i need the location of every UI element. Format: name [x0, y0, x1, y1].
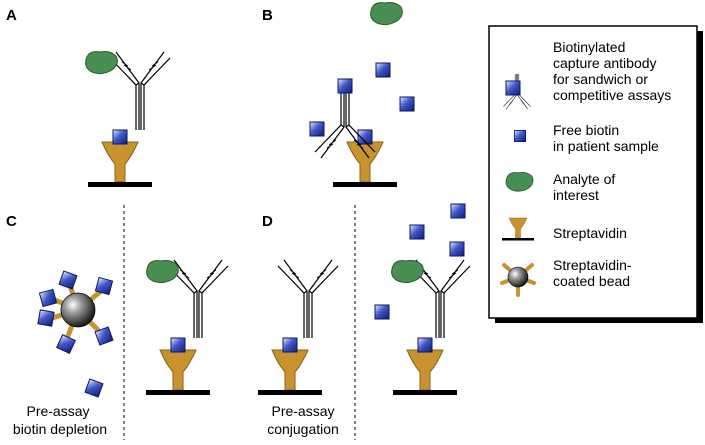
streptavidin-icon: [145, 349, 211, 396]
analyte-icon: [391, 260, 424, 284]
legend-analyte-line1: Analyte of: [553, 171, 615, 187]
caption-d-line2: conjugation: [267, 421, 339, 437]
legend-bead-icon: [500, 263, 536, 297]
panel-c-label: C: [6, 213, 17, 230]
streptavidin-bead-icon: [37, 270, 114, 354]
antibody-icon: [109, 51, 171, 131]
streptavidin-icon: [392, 349, 458, 396]
panel-a-label: A: [6, 7, 17, 24]
biotin-cube-icon: [112, 129, 128, 145]
panel-b-label: B: [262, 7, 273, 24]
legend-antibody-line3: for sandwich or: [553, 71, 648, 87]
streptavidin-icon: [257, 349, 323, 396]
panel-c: C Pre-assay biotin depletio: [6, 205, 229, 440]
free-biotin-icon: [309, 121, 325, 137]
free-biotin-icon: [399, 96, 415, 112]
streptavidin-icon: [332, 141, 398, 188]
legend-free-biotin-icon: [514, 129, 526, 143]
free-biotin-icon: [84, 378, 104, 398]
caption-d-line1: Pre-assay: [271, 403, 334, 419]
analyte-icon: [370, 2, 403, 26]
legend-antibody-line2: capture antibody: [553, 55, 657, 71]
panel-a: A: [6, 7, 171, 188]
free-biotin-icon: [374, 304, 390, 320]
legend-biotin-cube-icon: [505, 80, 521, 96]
free-biotin-icon: [409, 224, 425, 240]
analyte-icon: [146, 260, 179, 284]
biotin-cube-icon: [170, 337, 186, 353]
streptavidin-icon: [87, 141, 153, 188]
legend: Biotinylated capture antibody for sandwi…: [488, 25, 703, 323]
panel-b: B: [262, 2, 415, 188]
legend-free-biotin-line2: in patient sample: [553, 138, 659, 154]
free-biotin-icon: [450, 203, 466, 219]
panel-d-label: D: [262, 213, 273, 230]
legend-bead-line2: coated bead: [553, 273, 630, 289]
free-biotin-icon: [375, 62, 391, 78]
panel-d: D Pre-assay conjugation: [257, 203, 471, 440]
legend-streptavidin-line1: Streptavidin: [553, 225, 627, 241]
antibody-icon: [277, 259, 339, 339]
caption-c-line2: biotin depletion: [13, 421, 107, 437]
legend-bead-line1: Streptavidin-: [553, 257, 632, 273]
free-biotin-icon: [449, 241, 465, 257]
analyte-icon: [85, 51, 118, 75]
legend-analyte-line2: interest: [553, 187, 599, 203]
legend-antibody-line4: competitive assays: [553, 87, 671, 103]
legend-antibody-line1: Biotinylated: [553, 39, 625, 55]
biotin-cube-icon: [337, 78, 353, 94]
biotin-cube-icon: [282, 337, 298, 353]
caption-c-line1: Pre-assay: [26, 403, 89, 419]
legend-free-biotin-line1: Free biotin: [553, 122, 619, 138]
biotin-cube-icon: [417, 337, 433, 353]
